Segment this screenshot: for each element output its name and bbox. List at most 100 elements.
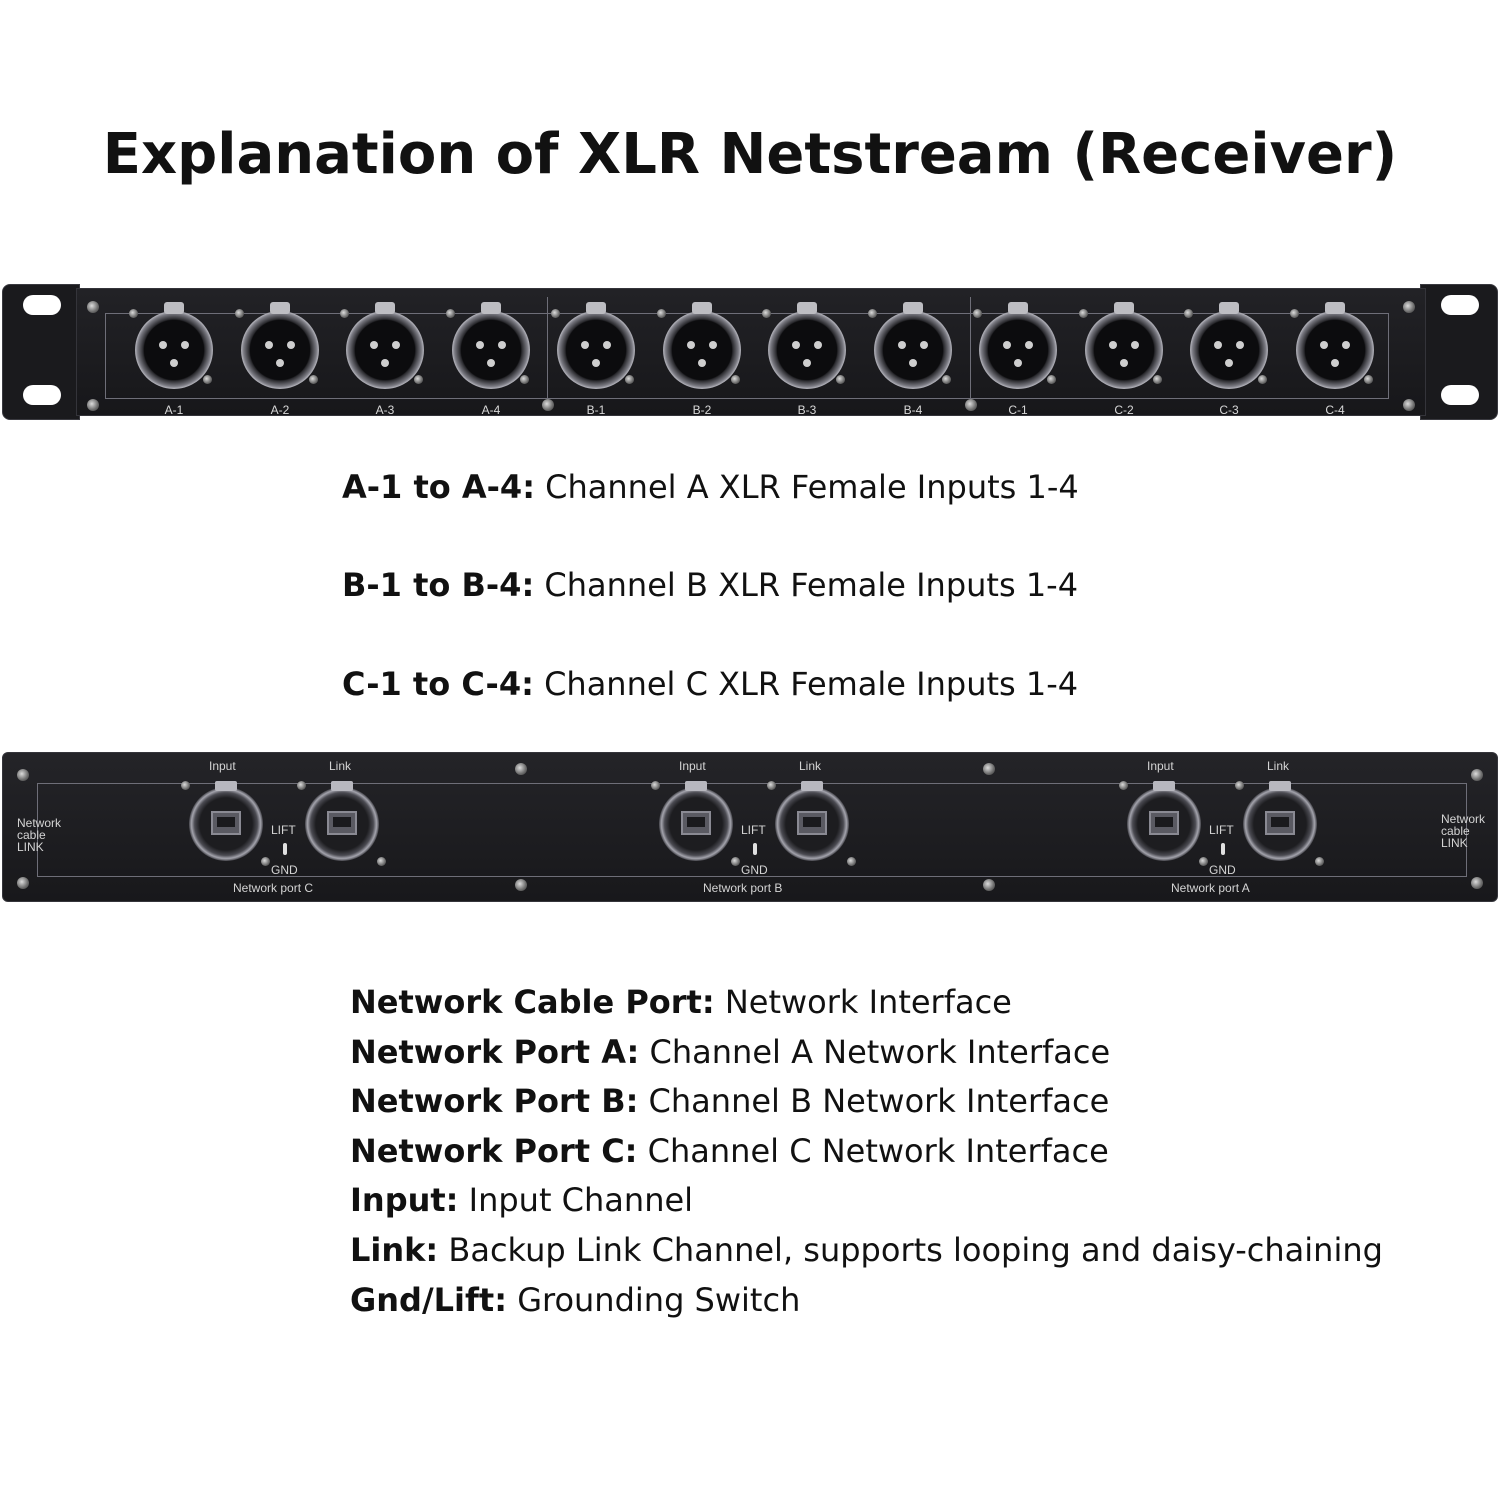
- xlr-pin: [1320, 341, 1328, 349]
- screw-icon: [942, 375, 951, 384]
- xlr-pin: [1342, 341, 1350, 349]
- screw-icon: [297, 781, 306, 790]
- screw-icon: [731, 857, 740, 866]
- ethernet-jack-icon: [1265, 811, 1295, 835]
- screw-icon: [762, 309, 771, 318]
- screw-icon: [767, 781, 776, 790]
- xlr-pin: [159, 341, 167, 349]
- screw-icon: [1153, 375, 1162, 384]
- mount-slot: [23, 385, 61, 405]
- definition-term: Input:: [350, 1181, 459, 1220]
- screw-icon: [731, 375, 740, 384]
- side-label-line: Network: [1441, 812, 1486, 826]
- description-term: A-1 to A-4:: [342, 468, 535, 506]
- screw-icon: [309, 375, 318, 384]
- screw-icon: [515, 879, 527, 891]
- screw-icon: [340, 309, 349, 318]
- connector-label: B-2: [692, 403, 712, 417]
- input-rj45-port[interactable]: [651, 781, 740, 866]
- side-label-line: LINK: [17, 840, 44, 854]
- definition-gnd-lift: Gnd/Lift: Grounding Switch: [350, 1276, 1383, 1326]
- push-tab: [801, 781, 823, 791]
- network-port-name: Network port B: [703, 881, 783, 895]
- side-label-line: Network: [17, 816, 62, 830]
- xlr-pin: [603, 341, 611, 349]
- screw-icon: [515, 763, 527, 775]
- xlr-female-connector: [235, 302, 319, 389]
- side-label-line: cable: [1441, 824, 1470, 838]
- xlr-pin: [276, 359, 284, 367]
- description-text: Channel B XLR Female Inputs 1-4: [544, 566, 1079, 604]
- input-rj45-port[interactable]: [181, 781, 270, 866]
- screw-icon: [87, 301, 99, 313]
- xlr-female-connector: [340, 302, 424, 389]
- ground-lift-switch[interactable]: [1221, 843, 1225, 855]
- ethernet-jack-icon: [1149, 811, 1179, 835]
- connector-label: C-4: [1325, 403, 1345, 417]
- connector-label: C-1: [1008, 403, 1028, 417]
- screw-icon: [520, 375, 529, 384]
- xlr-pin: [370, 341, 378, 349]
- xlr-pin: [814, 341, 822, 349]
- connector-label: C-2: [1114, 403, 1134, 417]
- screw-icon: [1235, 781, 1244, 790]
- network-cable-link-label-left: Network cable LINK: [17, 817, 61, 853]
- latch-tab: [903, 302, 923, 314]
- screw-icon: [1403, 399, 1415, 411]
- gnd-label: GND: [271, 863, 298, 877]
- definition-link: Link: Backup Link Channel, supports loop…: [350, 1226, 1383, 1276]
- screw-icon: [1403, 301, 1415, 313]
- xlr-pin: [1120, 359, 1128, 367]
- gnd-label: GND: [741, 863, 768, 877]
- screw-icon: [983, 763, 995, 775]
- panel-frame: [105, 313, 1389, 399]
- link-rj45-port[interactable]: [297, 781, 386, 866]
- screw-icon: [1471, 769, 1483, 781]
- xlr-pin: [1331, 359, 1339, 367]
- page-title: Explanation of XLR Netstream (Receiver): [102, 122, 1398, 187]
- xlr-pin: [1014, 359, 1022, 367]
- input-rj45-port[interactable]: [1119, 781, 1208, 866]
- xlr-pin: [920, 341, 928, 349]
- screw-icon: [551, 309, 560, 318]
- xlr-pin: [1214, 341, 1222, 349]
- xlr-pin: [898, 341, 906, 349]
- screw-icon: [973, 309, 982, 318]
- latch-tab: [1219, 302, 1239, 314]
- connector-label: A-3: [375, 403, 395, 417]
- ethernet-jack-icon: [211, 811, 241, 835]
- panel-divider: [547, 297, 548, 399]
- xlr-pin: [1025, 341, 1033, 349]
- screw-icon: [235, 309, 244, 318]
- screw-icon: [129, 309, 138, 318]
- push-tab: [685, 781, 707, 791]
- push-tab: [331, 781, 353, 791]
- connector-label: B-3: [797, 403, 817, 417]
- definition-text: Channel C Network Interface: [647, 1131, 1109, 1170]
- xlr-pin: [287, 341, 295, 349]
- xlr-pin: [381, 359, 389, 367]
- xlr-female-connector: [1290, 302, 1374, 389]
- ground-lift-switch[interactable]: [283, 843, 287, 855]
- input-label: Input: [1147, 759, 1174, 773]
- latch-tab: [692, 302, 712, 314]
- screw-icon: [1047, 375, 1056, 384]
- xlr-pin: [498, 341, 506, 349]
- xlr-pin: [581, 341, 589, 349]
- link-rj45-port[interactable]: [767, 781, 856, 866]
- xlr-pin: [1109, 341, 1117, 349]
- rear-panel-image: Network cable LINK Network cable LINK In…: [2, 752, 1498, 902]
- xlr-pin: [392, 341, 400, 349]
- channel-c-description: C-1 to C-4: Channel C XLR Female Inputs …: [342, 665, 1078, 703]
- screw-icon: [87, 399, 99, 411]
- ground-lift-switch[interactable]: [753, 843, 757, 855]
- input-label: Input: [209, 759, 236, 773]
- xlr-pin: [709, 341, 717, 349]
- screw-icon: [1184, 309, 1193, 318]
- definition-text: Network Interface: [724, 983, 1012, 1021]
- latch-tab: [1008, 302, 1028, 314]
- screw-icon: [203, 375, 212, 384]
- link-rj45-port[interactable]: [1235, 781, 1324, 866]
- connector-label: B-4: [903, 403, 923, 417]
- xlr-pin: [170, 359, 178, 367]
